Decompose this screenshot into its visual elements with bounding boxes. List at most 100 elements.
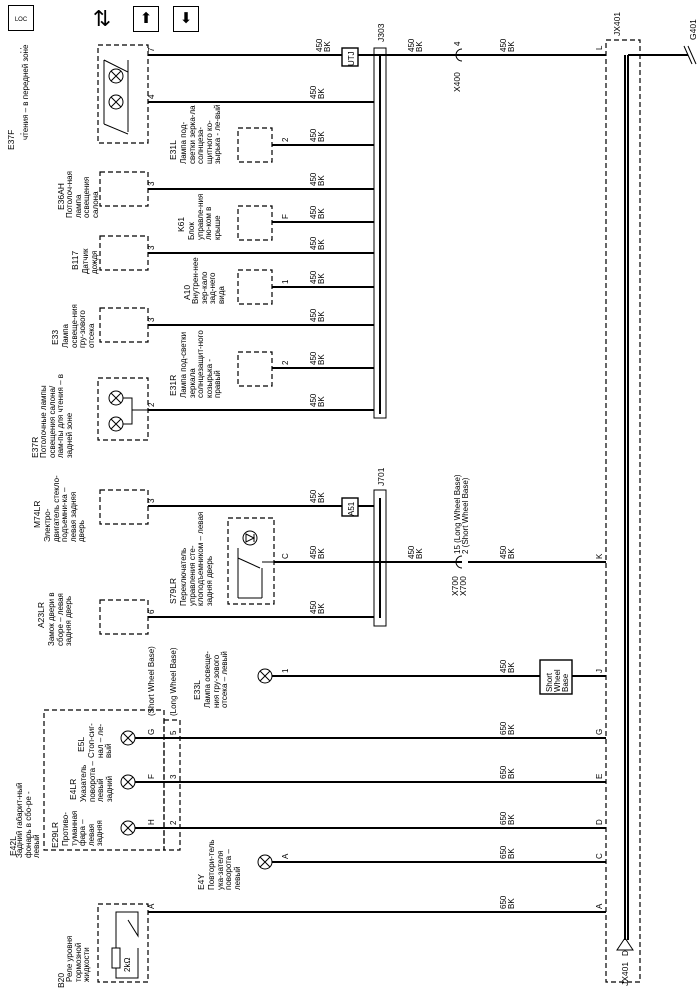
- top-color-1: BK: [323, 41, 332, 52]
- m74lr-color: BK: [317, 492, 326, 503]
- e4lr-gauge: 650: [499, 765, 508, 779]
- a51-connector: [341, 497, 359, 517]
- s79lr-code: S79LR: [168, 578, 178, 604]
- e31r-desc: Лампа под-светки зеркала солнцезащит-ног…: [180, 330, 222, 398]
- e37f-desc-fo: Потолоч-ные лам-пы осве-щения са-лона/ла…: [20, 40, 30, 140]
- x400-label: X400: [452, 72, 462, 92]
- x400-connector: [455, 48, 463, 62]
- swb-text-2: Wheel: [553, 669, 562, 692]
- e37r-desc: Потолочные лампы освещения салона/лам-пы…: [40, 373, 74, 458]
- e4y-code: E4Y: [196, 874, 206, 890]
- e37f-lamp-1-x: [110, 70, 122, 82]
- e37r-lamp-2-x: [110, 418, 122, 430]
- x700-k-pin: K: [595, 553, 604, 559]
- page-down-button[interactable]: ⬇: [173, 6, 199, 32]
- jx401-splice-box: [605, 39, 641, 983]
- top-color-2: BK: [415, 41, 424, 52]
- a23lr-color: BK: [317, 603, 326, 614]
- e5l-color: BK: [507, 724, 516, 735]
- e37f-lamp-2: [108, 94, 124, 110]
- e31l-box: [237, 127, 273, 163]
- a23lr-desc: Замок двери в сборе – левая задняя дверь: [48, 592, 73, 646]
- e33l-code: E33L: [192, 680, 202, 700]
- a10-code: A10: [182, 285, 192, 300]
- e4y-pin: A: [281, 853, 290, 859]
- k61-pin: F: [281, 214, 290, 219]
- s79lr-gauge: 450: [309, 545, 318, 559]
- k61-desc: Блок управле-ния лю-ком в крыше: [188, 193, 222, 240]
- utj-connector: [341, 47, 359, 67]
- e33l-desc-fo: Лампа освеще-ния гру-зового отсека – лев…: [204, 651, 229, 708]
- e37r-desc-fo: Потолочные лампы освещения салона/лам-пы…: [40, 373, 74, 458]
- x700-label: X700: [450, 576, 460, 596]
- j303-label: J303: [376, 23, 386, 42]
- top-color-3: BK: [507, 41, 516, 52]
- utj-label: UTJ: [347, 51, 356, 66]
- j303-splice: [373, 47, 387, 419]
- e4lr-code: E4LR: [68, 779, 78, 800]
- locator-glyph: LOC: [14, 17, 28, 23]
- a10-color: BK: [317, 273, 326, 284]
- e29lr-pin: H: [147, 819, 156, 825]
- j701-gauge: 450: [407, 545, 416, 559]
- swb-text-1: Short: [545, 672, 554, 692]
- e37r-box: [97, 377, 149, 441]
- e37r-color: BK: [317, 396, 326, 407]
- e31l-gauge: 450: [309, 128, 318, 142]
- k61-code: K61: [176, 217, 186, 232]
- b20-jx-pin: A: [595, 903, 604, 909]
- navigate-icon[interactable]: ⇅: [88, 6, 116, 34]
- e37r-lamp-1-x: [110, 392, 122, 404]
- page-up-button[interactable]: ⬆: [133, 6, 159, 32]
- s79lr-desc-fo: Переключатель управления сте-клоподъемни…: [180, 511, 214, 606]
- e37f-lamp-2-x: [110, 96, 122, 108]
- b20-resistor: [111, 947, 121, 969]
- b20-resistor-label: 2kΩ: [123, 958, 132, 972]
- top-gauge-3: 450: [499, 38, 508, 52]
- swb-box: [539, 659, 573, 695]
- e33l-lamp-x: [259, 670, 271, 682]
- x700-k-gauge: 450: [499, 545, 508, 559]
- e29lr-jx-pin: D: [595, 819, 604, 825]
- e4y-lamp-x: [259, 856, 271, 868]
- lwb-box: [163, 719, 181, 851]
- b20-desc-fo: Реле уровня тормозной жидкости: [66, 936, 91, 982]
- s79lr-color: BK: [317, 548, 326, 559]
- e4lr-alt-pin: 3: [169, 774, 178, 779]
- a51-label: A51: [347, 501, 356, 516]
- e33l-pin: 1: [281, 668, 290, 673]
- s79lr-pin: C: [281, 553, 290, 559]
- jx401-top-label: JX401: [612, 12, 622, 36]
- m74lr-desc: Электро-двигатель стекло-подъемни-ка – л…: [44, 475, 86, 542]
- s79lr-led: [242, 530, 258, 546]
- long-wb-label: (Long Wheel Base): [169, 647, 178, 716]
- b20-pin: A: [147, 903, 156, 909]
- e33l-color: BK: [507, 662, 516, 673]
- e42l-code: E42L: [8, 836, 18, 856]
- e5l-code: E5L: [76, 737, 86, 752]
- s79lr-led-sym: [245, 533, 256, 543]
- e36ah-desc-fo: Потолоч-ная лампа освещения салона: [66, 171, 100, 218]
- b20-switch: [115, 911, 139, 979]
- e4y-color: BK: [507, 848, 516, 859]
- b117-code: B117: [70, 251, 80, 270]
- e37f-pin: 4: [147, 94, 156, 99]
- e31r-desc-fo: Лампа под-светки зеркала солнцезащит-ног…: [180, 330, 222, 398]
- e5l-alt-pin: 5: [169, 730, 178, 735]
- e5l-lamp-x: [122, 732, 134, 744]
- locator-icon[interactable]: LOC: [8, 5, 34, 31]
- e31l-pin: 2: [281, 137, 290, 142]
- b20-gauge: 650: [499, 895, 508, 909]
- x700-k-color: BK: [507, 548, 516, 559]
- e36ah-desc: Потолоч-ная лампа освещения салона: [66, 171, 100, 218]
- e31l-desc: Лампа под-светки зерка-ла солнцеза-щитно…: [180, 104, 222, 164]
- k61-color: BK: [317, 208, 326, 219]
- jx401-pin: D: [621, 950, 630, 956]
- e33l-jx-pin: J: [595, 669, 604, 673]
- s79lr-desc: Переключатель управления сте-клоподъемни…: [180, 511, 214, 606]
- e33-desc: Лампа освеще-ния гру-зового отсека: [62, 304, 96, 348]
- m74lr-desc-fo: Электро-двигатель стекло-подъемни-ка – л…: [44, 475, 86, 542]
- a10-desc-fo: Внутрен-нее зер-кало зад-него вида: [192, 257, 226, 304]
- short-wb-label: (Short Wheel Base): [147, 646, 156, 716]
